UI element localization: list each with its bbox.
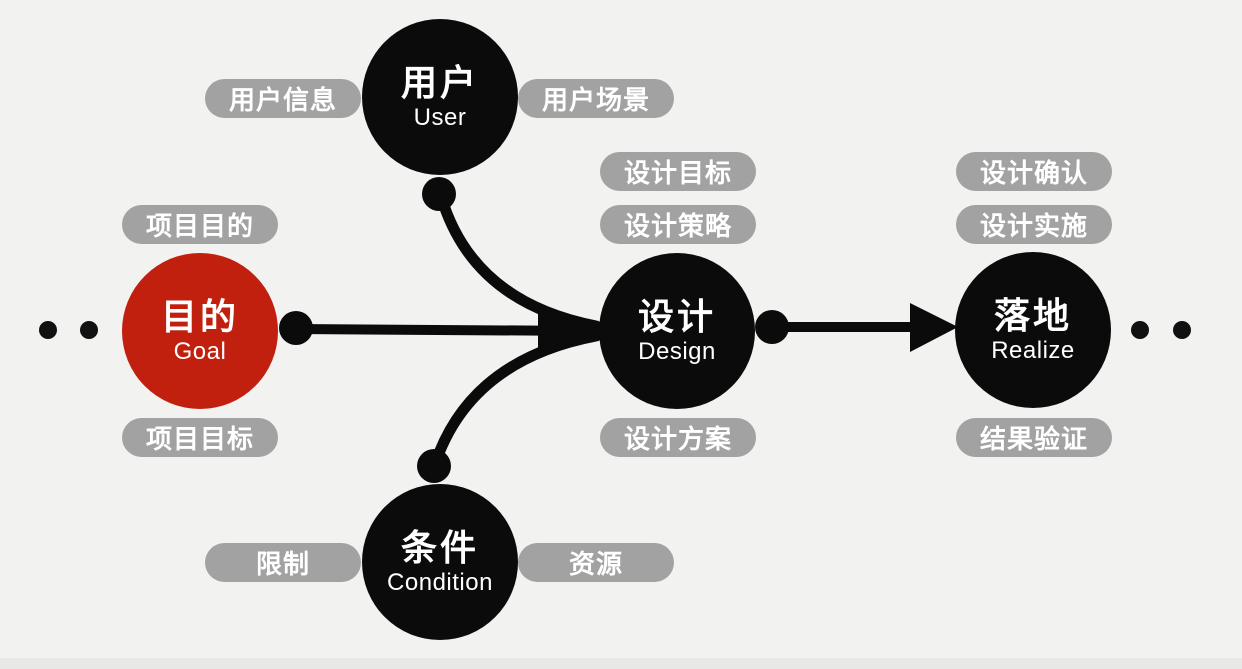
ellipsis-dot-right-2 [1173, 321, 1191, 339]
pill-design-implement: 设计实施 [956, 205, 1112, 244]
pill-design-strategy: 设计策略 [600, 205, 756, 244]
pill-design-goal: 设计目标 [600, 152, 756, 191]
node-realize-label-zh: 落地 [993, 294, 1072, 336]
ellipsis-dot-left-1 [39, 321, 57, 339]
edge-condition-design [429, 330, 602, 470]
pill-design-confirm: 设计确认 [956, 152, 1112, 191]
pill-project-purpose: 项目目的 [122, 205, 278, 244]
arrow-head-into-realize [910, 303, 958, 352]
arrow-head-into-design [538, 310, 603, 352]
node-goal: 目的 Goal [122, 253, 278, 409]
node-realize-label-en: Realize [991, 337, 1075, 365]
node-design-label-zh: 设计 [637, 295, 716, 337]
node-realize: 落地 Realize [955, 252, 1111, 408]
pill-user-info: 用户信息 [205, 79, 361, 118]
node-condition: 条件 Condition [362, 484, 518, 640]
pill-resources: 资源 [518, 543, 674, 582]
pill-design-solution: 设计方案 [600, 418, 756, 457]
node-design: 设计 Design [599, 253, 755, 409]
connector-dot-goal [279, 311, 313, 345]
pill-constraints: 限制 [205, 543, 361, 582]
ellipsis-dot-right-1 [1131, 321, 1149, 339]
node-condition-label-en: Condition [387, 569, 493, 597]
node-design-label-en: Design [638, 338, 716, 366]
pill-user-scenario: 用户场景 [518, 79, 674, 118]
connector-dot-condition [417, 449, 451, 483]
pill-result-verify: 结果验证 [956, 418, 1112, 457]
connector-dot-user [422, 177, 456, 211]
node-condition-label-zh: 条件 [400, 526, 479, 568]
ellipsis-dot-left-2 [80, 321, 98, 339]
node-user: 用户 User [362, 19, 518, 175]
edge-user-design [435, 190, 602, 332]
bottom-edge-shade [0, 658, 1242, 669]
node-goal-label-zh: 目的 [160, 295, 239, 337]
node-user-label-en: User [413, 104, 467, 132]
node-user-label-zh: 用户 [400, 61, 479, 103]
node-goal-label-en: Goal [173, 338, 227, 366]
pill-project-target: 项目目标 [122, 418, 278, 457]
